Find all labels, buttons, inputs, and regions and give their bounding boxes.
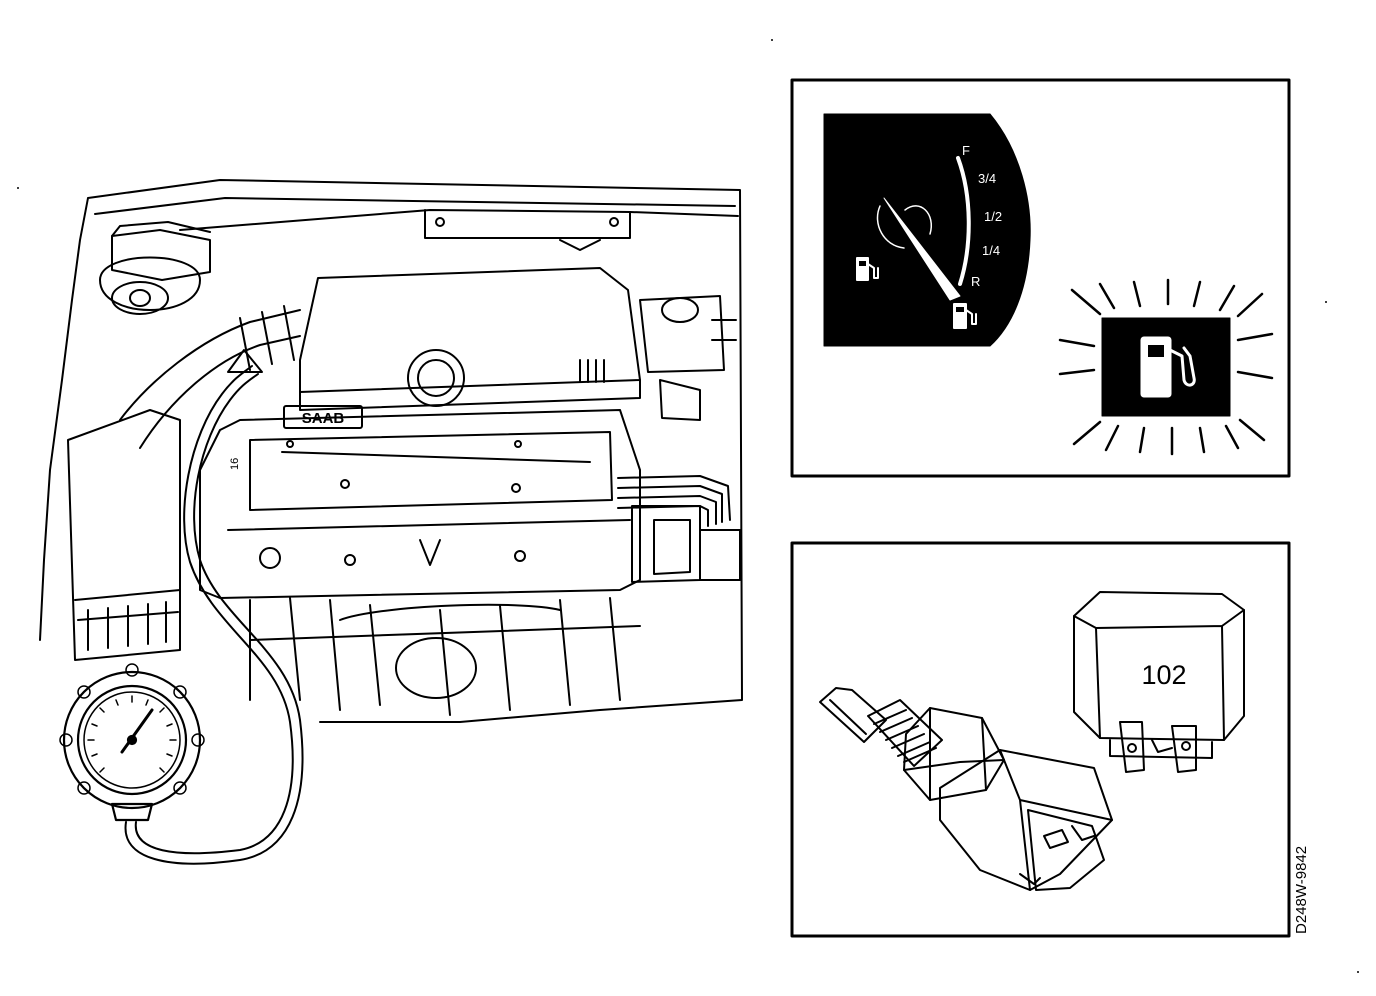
- fuel-pump-icon: [953, 303, 977, 329]
- relay-terminal: [1119, 721, 1197, 773]
- scan-specks: [17, 39, 1359, 973]
- relay-102: [1073, 591, 1245, 773]
- fuel-gauge-panel: [790, 78, 1291, 478]
- scale-label: 1/4: [982, 243, 1000, 258]
- saab-badge-text: SAAB: [302, 410, 345, 427]
- scale-label: 3/4: [978, 171, 996, 186]
- fuel-gauge-scale-labels: F 3/4 1/2 1/4 R: [962, 143, 1002, 289]
- lamp-light-rays: [1058, 278, 1274, 456]
- figure-code: D248W-9842: [1293, 846, 1310, 934]
- saab-badge: SAAB: [283, 405, 363, 429]
- temperature-sensor: [819, 687, 1113, 891]
- fuel-warning-lamp: [1058, 278, 1274, 456]
- fuel-gauge-dial: [823, 113, 1031, 347]
- fuel-pump-icon: [1140, 336, 1196, 398]
- gauge-ticks: [87, 695, 177, 773]
- gauge-needle: [120, 708, 154, 754]
- cover-mark: 16: [229, 458, 241, 470]
- sensor-relay-panel: [790, 541, 1291, 938]
- engine-bay-illustration: [39, 179, 743, 723]
- scale-label: 1/2: [984, 209, 1002, 224]
- relay-number: 102: [1141, 660, 1186, 690]
- scale-label: R: [971, 274, 980, 289]
- fuel-pump-icon: [856, 257, 879, 281]
- scale-label: F: [962, 143, 970, 158]
- pressure-gauge: [59, 365, 304, 865]
